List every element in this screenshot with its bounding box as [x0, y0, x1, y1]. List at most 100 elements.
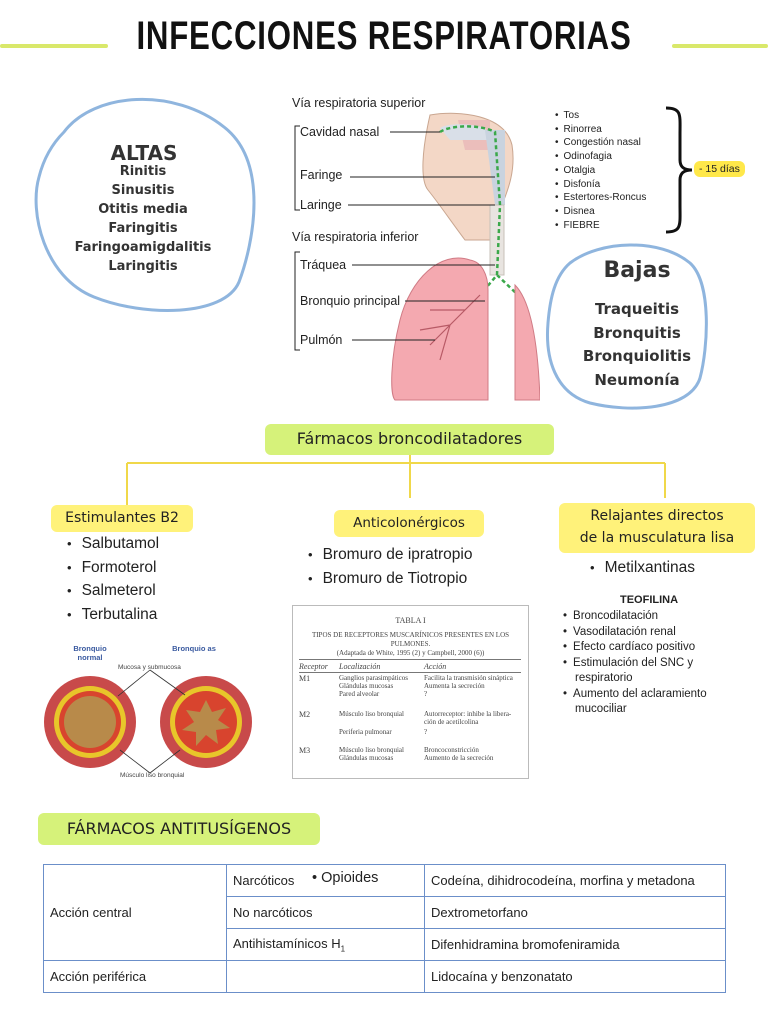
- list-item: Traqueitis: [594, 300, 680, 318]
- antihistaminicos-subscript: 1: [340, 944, 346, 954]
- title-deco-right: [672, 44, 768, 48]
- table-image-col-header: Localización: [339, 662, 381, 671]
- table-image-col-header: Acción: [424, 662, 447, 671]
- table-image-cell: Ganglios parasimpáticos: [339, 674, 409, 682]
- table-cell-narcoticos: Narcóticos • Opioides: [226, 864, 425, 897]
- bronchus-asthma-label: Bronquio as: [172, 644, 216, 653]
- bajas-list: Traqueitis Bronquitis Bronquiolitis Neum…: [557, 298, 717, 392]
- diagram-label-nasal: Cavidad nasal: [300, 125, 380, 139]
- table-image-subtitle: PULMONES.: [390, 640, 431, 648]
- diagram-lower-heading: Vía respiratoria inferior: [292, 230, 419, 244]
- relajantes-heading-line1: Relajantes directos: [590, 508, 724, 524]
- table-image-title: TABLA I: [395, 616, 426, 625]
- mucosa-label: Mucosa y submucosa: [118, 664, 181, 671]
- table-row: Antihistamínicos H1 Difenhidramina bromo…: [44, 928, 726, 961]
- table-cell-central: Acción central: [43, 864, 227, 961]
- table-image-cell: Pared alveolar: [339, 690, 380, 698]
- table-image-cell: Músculo liso bronquial: [339, 710, 404, 718]
- table-image-cell: M3: [299, 746, 311, 755]
- relajantes-heading: Relajantes directos de la musculatura li…: [559, 503, 755, 553]
- antitusigenos-heading: FÁRMACOS ANTITUSÍGENOS: [38, 813, 320, 845]
- list-item: Estimulación del SNC y respiratorio: [563, 656, 733, 687]
- table-image-cell: Glándulas mucosas: [339, 682, 394, 690]
- list-item: Faringitis: [108, 221, 178, 236]
- table-image-cell: ?: [424, 728, 428, 736]
- pointer-line: [149, 749, 181, 774]
- opioides-label: • Opioides: [312, 869, 379, 886]
- bajas-bubble: [546, 243, 708, 410]
- left-lung: [391, 257, 489, 401]
- table-cell-no-narcoticos: No narcóticos: [226, 896, 425, 929]
- table-cell-narcoticos-drugs: Codeína, dihidrocodeína, morfina y metad…: [424, 864, 726, 897]
- table-image-cell: M1: [299, 674, 311, 683]
- table-image-col-header: Receptor: [299, 662, 328, 671]
- table-cell-antihistaminicos-drugs: Difenhidramina bromofeniramida: [424, 928, 726, 961]
- table-cell-empty: [226, 960, 425, 993]
- list-item: Metilxantinas: [590, 556, 695, 580]
- list-item: Tos: [555, 109, 646, 123]
- diagram-label-laringe: Laringe: [300, 198, 342, 212]
- list-item: Neumonía: [594, 370, 680, 389]
- list-item: Congestión nasal: [555, 136, 646, 150]
- duration-badge: - 15 días: [694, 161, 745, 177]
- connector-lines: [126, 455, 666, 505]
- anticolinergicos-list: Bromuro de ipratropio Bromuro de Tiotrop…: [308, 543, 473, 590]
- table-cell-periferica-drugs: Lidocaína y benzonatato: [424, 960, 726, 993]
- list-item: Bromuro de ipratropio: [308, 543, 473, 567]
- list-item: Sinusitis: [111, 183, 175, 198]
- list-item: Efecto cardíaco positivo: [563, 640, 733, 656]
- narcoticos-label: Narcóticos: [233, 872, 295, 888]
- symptoms-list: Tos Rinorrea Congestión nasal Odinofagia…: [555, 109, 647, 233]
- teofilina-heading: TEOFILINA: [620, 594, 679, 606]
- table-image-cell: Aumenta la secreción: [424, 682, 485, 690]
- list-item: FIEBRE: [555, 219, 646, 233]
- antitusigenos-table: Acción central Narcóticos • Opioides Cod…: [43, 864, 726, 993]
- pharynx-shape: [485, 130, 505, 205]
- table-cell-periferica: Acción periférica: [43, 960, 227, 993]
- teofilina-list: Broncodilatación Vasodilatación renal Ef…: [563, 609, 733, 718]
- opioides-text: Opioides: [321, 869, 379, 886]
- table-image-cell: Aumento de la secreción: [424, 754, 494, 762]
- upper-bracket: [294, 125, 300, 211]
- list-item: Otalgia: [555, 164, 646, 178]
- muscarinic-receptors-table-image: TABLA I TIPOS DE RECEPTORES MUSCARÍNICOS…: [292, 605, 529, 779]
- list-item: Vasodilatación renal: [563, 625, 733, 641]
- list-item: Bronquitis: [593, 323, 681, 342]
- altas-bubble: [34, 98, 256, 313]
- table-image-cell: Periferia pulmonar: [339, 728, 392, 736]
- list-item: Bronquiolitis: [582, 347, 692, 365]
- table-row: Acción periférica Lidocaína y benzonatat…: [43, 960, 726, 993]
- table-row: No narcóticos Dextrometorfano: [44, 896, 726, 929]
- list-item: Disnea: [555, 205, 646, 219]
- list-item: Aumento del aclaramiento mucociliar: [563, 687, 733, 718]
- table-image-cell: ción de acetilcolina: [424, 718, 479, 726]
- table-cell-antihistaminicos: Antihistamínicos H1: [226, 928, 425, 961]
- table-image-cell: Facilita la transmisión sináptica: [424, 674, 513, 682]
- list-item: Formoterol: [67, 556, 159, 580]
- bajas-heading: Bajas: [603, 258, 671, 283]
- table-image-cell: Autorreceptor: inhibe la libera-: [424, 710, 512, 718]
- altas-heading: ALTAS: [110, 141, 178, 165]
- diagram-label-traquea: Tráquea: [300, 258, 347, 272]
- relajantes-list: Metilxantinas: [590, 556, 695, 580]
- table-image-cell: ?: [424, 690, 428, 698]
- right-lung: [514, 283, 540, 401]
- bronchial-tree: [419, 294, 481, 361]
- antihistaminicos-label: Antihistamínicos H: [233, 935, 341, 951]
- list-item: Estertores-Roncus: [555, 191, 647, 205]
- list-item: Terbutalina: [67, 603, 159, 627]
- table-image-cell: Músculo liso bronquial: [339, 746, 404, 754]
- relajantes-heading-line2: de la musculatura lisa: [579, 530, 735, 546]
- table-image-cell: Broncoconstricción: [424, 746, 479, 754]
- list-item: Faringoamigdalitis: [74, 240, 212, 255]
- bronchus-normal-label: Bronquio normal: [73, 644, 107, 662]
- table-image-cell: M2: [299, 710, 311, 719]
- curly-brace-icon: [665, 106, 693, 234]
- table-row: Acción central Narcóticos • Opioides Cod…: [43, 864, 726, 961]
- bronchi-comparison-image: [44, 669, 252, 774]
- normal-bronchus-lumen: [64, 696, 116, 748]
- page-title: INFECCIONES RESPIRATORIAS: [136, 14, 632, 58]
- muscle-label: Músculo liso bronquial: [120, 772, 185, 779]
- list-item: Salbutamol: [67, 532, 160, 556]
- b2-list: Salbutamol Formoterol Salmeterol Terbuta…: [67, 532, 160, 627]
